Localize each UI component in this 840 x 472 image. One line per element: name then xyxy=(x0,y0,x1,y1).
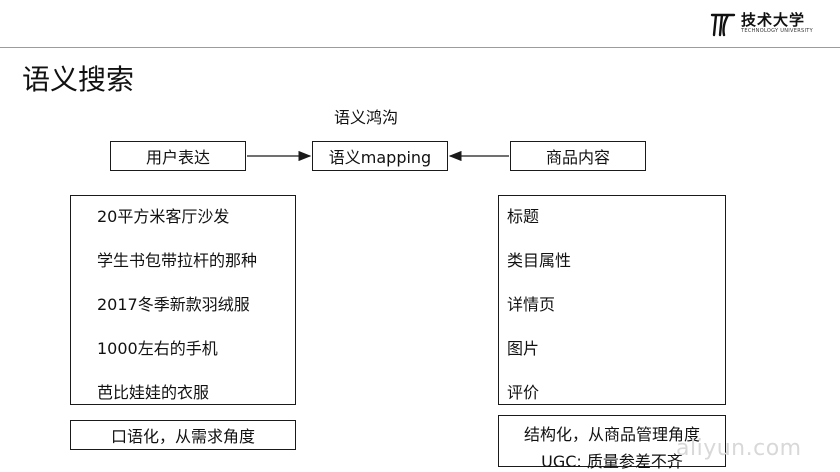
list-item: 图片 xyxy=(507,339,540,358)
product-summary-line2: UGC: 质量参差不齐 xyxy=(541,452,683,471)
university-logo-icon xyxy=(710,13,736,37)
semantic-gap-label: 语义鸿沟 xyxy=(334,108,399,127)
product-summary-box: 结构化，从商品管理角度 UGC: 质量参差不齐 xyxy=(498,415,726,471)
product-summary-line1: 结构化，从商品管理角度 xyxy=(523,425,700,444)
logo-subtext: TECHNOLOGY UNIVERSITY xyxy=(741,28,813,34)
product-content-label: 商品内容 xyxy=(545,148,610,167)
list-item: 详情页 xyxy=(507,295,556,314)
semantic-mapping-box: 语义mapping xyxy=(312,141,448,171)
user-summary-box: 口语化，从需求角度 xyxy=(70,420,296,450)
list-item: 20平方米客厅沙发 xyxy=(97,207,230,226)
watermark-text: aliyun.com xyxy=(676,436,802,461)
page-title: 语义搜索 xyxy=(22,63,135,96)
list-item: 评价 xyxy=(507,383,540,402)
list-item: 学生书包带拉杆的那种 xyxy=(97,251,258,270)
product-content-box: 商品内容 xyxy=(510,141,646,171)
semantic-mapping-label: 语义mapping xyxy=(328,148,432,167)
product-fields-box: 标题 类目属性 详情页 图片 评价 xyxy=(498,195,726,405)
user-expression-label: 用户表达 xyxy=(145,148,210,167)
list-item: 2017冬季新款羽绒服 xyxy=(97,295,250,314)
list-item: 芭比娃娃的衣服 xyxy=(97,383,210,402)
list-item: 标题 xyxy=(507,207,540,226)
list-item: 类目属性 xyxy=(507,251,572,270)
user-summary-label: 口语化，从需求角度 xyxy=(110,427,255,446)
user-query-examples-box: 20平方米客厅沙发 学生书包带拉杆的那种 2017冬季新款羽绒服 1000左右的… xyxy=(70,195,296,405)
list-item: 1000左右的手机 xyxy=(97,339,218,358)
header-divider xyxy=(0,47,840,48)
logo-text: 技术大学 xyxy=(741,11,806,29)
user-expression-box: 用户表达 xyxy=(110,141,246,171)
